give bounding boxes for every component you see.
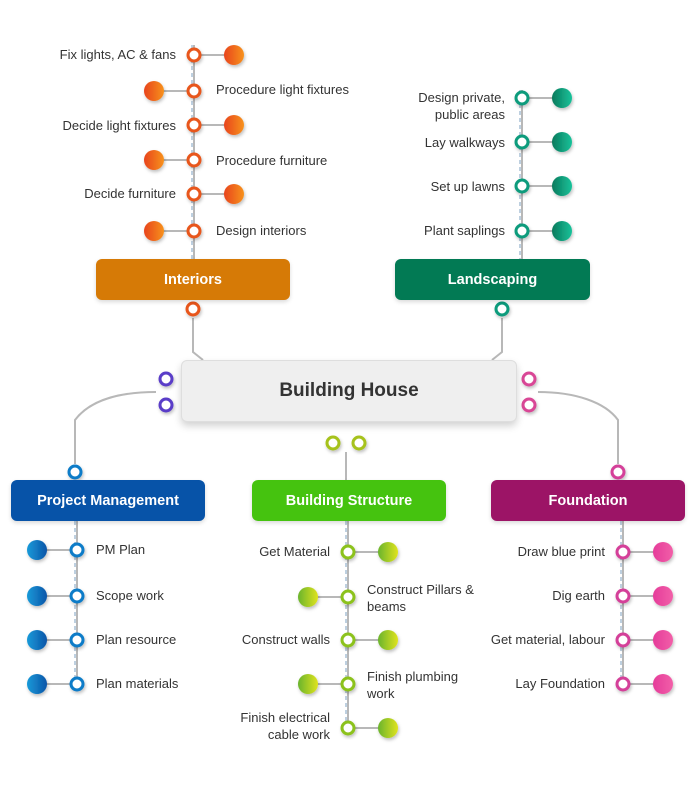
task-node — [186, 223, 202, 239]
task-dot — [653, 674, 673, 694]
task-label: Construct walls — [241, 632, 330, 647]
task-node — [69, 542, 85, 558]
hub-ring — [521, 397, 537, 413]
task-label: Get material, labour — [490, 632, 605, 647]
task-label: PM Plan — [96, 542, 146, 557]
task-dot — [552, 88, 572, 108]
task-node — [514, 90, 530, 106]
task-node — [340, 544, 356, 560]
connector-line — [537, 391, 619, 464]
task-dot — [653, 586, 673, 606]
branch-foundation[interactable]: Foundation — [491, 480, 685, 521]
task-dot — [224, 115, 244, 135]
task-dot — [552, 221, 572, 241]
task-dot — [378, 718, 398, 738]
task-label: Plant saplings — [424, 223, 505, 238]
task-dot — [298, 674, 318, 694]
task-label: Design interiors — [216, 223, 307, 238]
task-node — [514, 134, 530, 150]
task-label: Lay walkways — [424, 135, 505, 150]
task-node — [186, 117, 202, 133]
task-node — [615, 588, 631, 604]
central-node[interactable]: Building House — [181, 360, 517, 422]
task-node — [340, 676, 356, 692]
task-node — [186, 152, 202, 168]
task-label: Dig earth — [552, 588, 605, 603]
branch-building-structure[interactable]: Building Structure — [252, 480, 446, 521]
task-label: Draw blue print — [517, 544, 605, 559]
task-dot — [378, 630, 398, 650]
task-label: Plan resource — [96, 632, 177, 647]
task-node — [69, 676, 85, 692]
task-dot — [27, 630, 47, 650]
task-dot — [27, 674, 47, 694]
task-node — [69, 632, 85, 648]
branch-ring — [67, 464, 83, 480]
task-node — [186, 83, 202, 99]
hub-ring — [351, 435, 367, 451]
task-dot — [552, 132, 572, 152]
connector-line — [74, 391, 157, 464]
task-node — [514, 223, 530, 239]
task-dot — [27, 540, 47, 560]
task-dot — [552, 176, 572, 196]
branch-ring — [494, 301, 510, 317]
hub-ring — [158, 371, 174, 387]
task-node — [69, 588, 85, 604]
task-dot — [27, 586, 47, 606]
hub-ring — [521, 371, 537, 387]
branch-project-management[interactable]: Project Management — [11, 480, 205, 521]
task-dot — [144, 221, 164, 241]
connector-line — [192, 318, 204, 361]
task-dot — [298, 587, 318, 607]
task-node — [186, 186, 202, 202]
task-node — [186, 47, 202, 63]
branch-ring — [610, 464, 626, 480]
task-label: Plan materials — [96, 676, 179, 691]
hub-ring — [325, 435, 341, 451]
task-dot — [378, 542, 398, 562]
task-label: Set up lawns — [430, 179, 505, 194]
task-node — [340, 589, 356, 605]
task-dot — [224, 45, 244, 65]
branch-interiors[interactable]: Interiors — [96, 259, 290, 300]
connector-line — [491, 318, 503, 361]
task-node — [514, 178, 530, 194]
task-label: Design private, public areas — [418, 90, 505, 122]
hub-ring — [158, 397, 174, 413]
task-dot — [144, 150, 164, 170]
task-label: Procedure furniture — [216, 153, 328, 168]
task-label: Scope work — [96, 588, 164, 603]
task-node — [615, 676, 631, 692]
task-dot — [224, 184, 244, 204]
task-node — [615, 632, 631, 648]
branch-landscaping[interactable]: Landscaping — [395, 259, 590, 300]
task-label: Decide light fixtures — [62, 118, 176, 133]
task-label: Decide furniture — [84, 186, 176, 201]
task-label: Get Material — [259, 544, 330, 559]
task-label: Lay Foundation — [515, 676, 605, 691]
task-dot — [653, 542, 673, 562]
task-label: Finish electrical cable work — [240, 710, 330, 742]
task-label: Procedure light fixtures — [216, 82, 349, 97]
task-node — [615, 544, 631, 560]
task-label: Finish plumbing work — [367, 669, 459, 701]
task-dot — [653, 630, 673, 650]
task-dot — [144, 81, 164, 101]
task-node — [340, 720, 356, 736]
task-node — [340, 632, 356, 648]
task-label: Construct Pillars & beams — [367, 582, 474, 614]
task-label: Fix lights, AC & fans — [59, 47, 176, 62]
branch-ring — [185, 301, 201, 317]
